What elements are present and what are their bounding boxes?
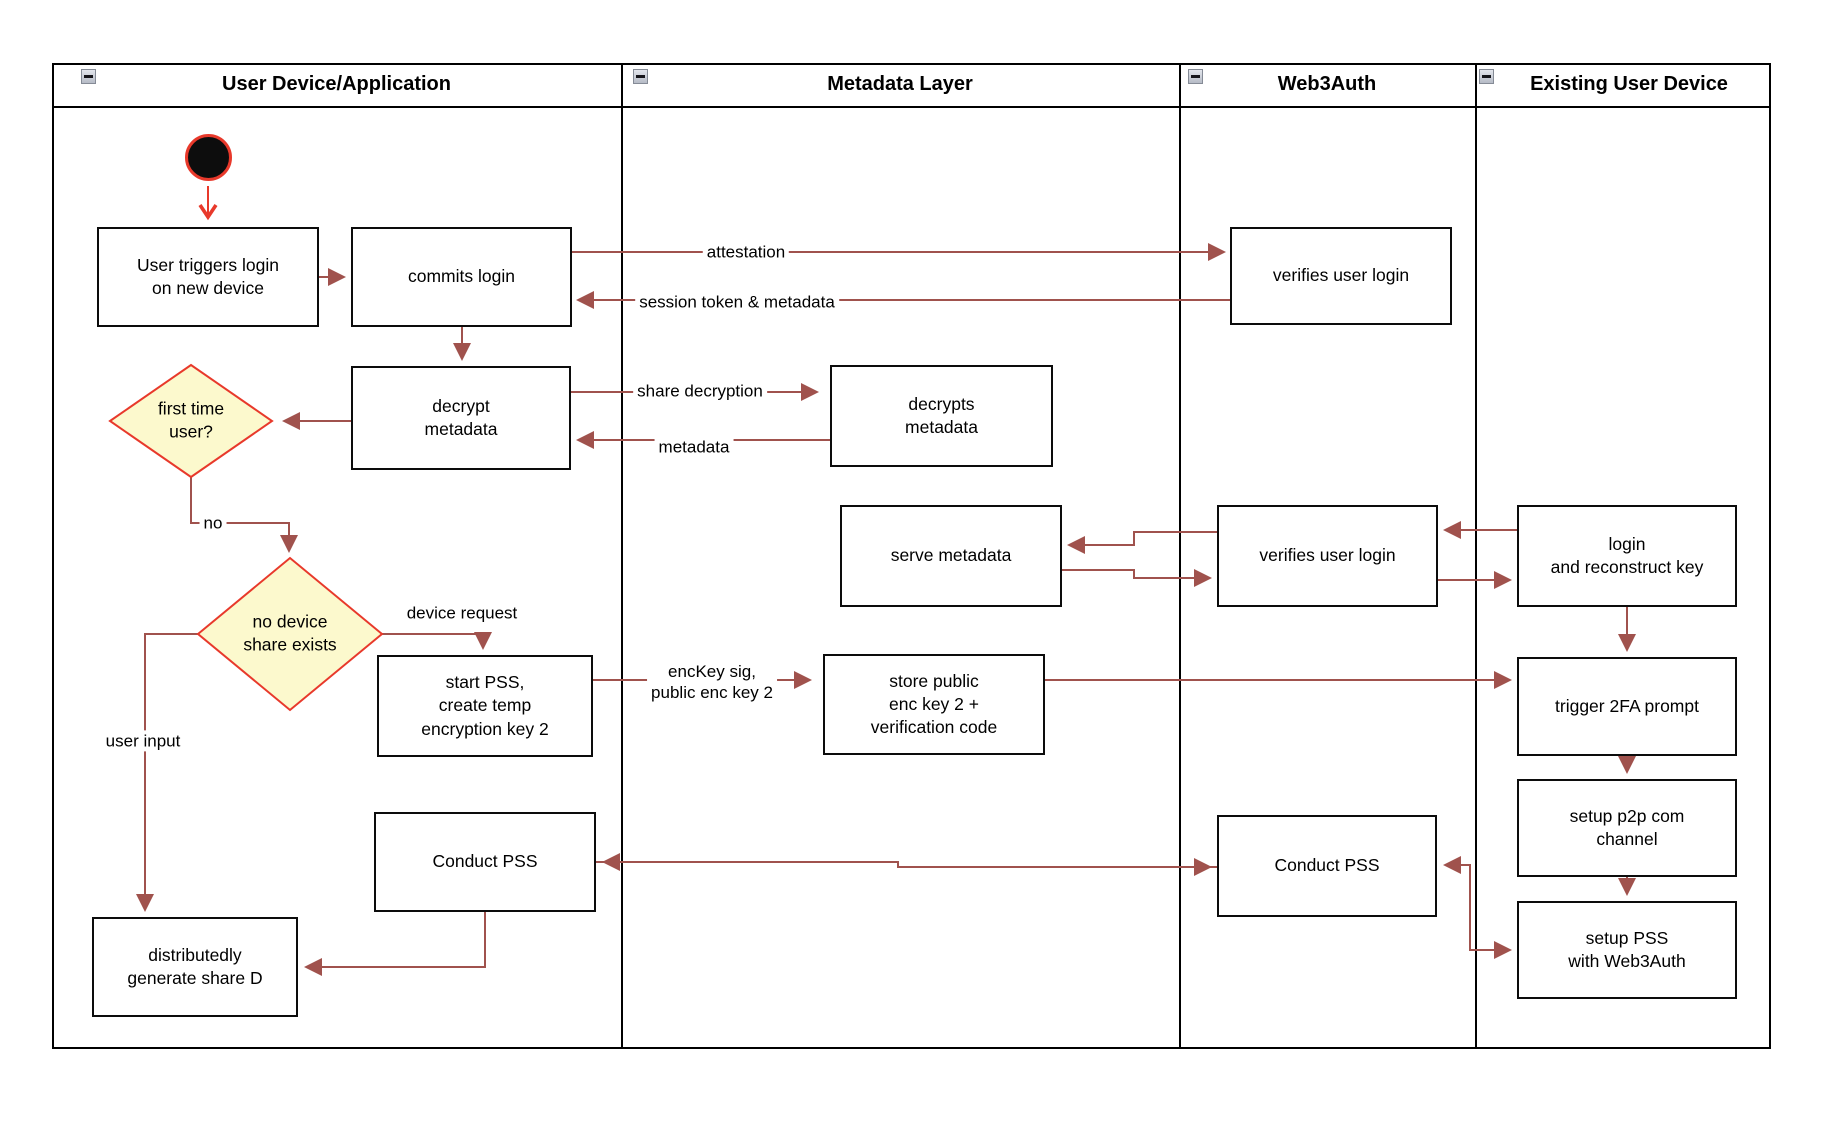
collapse-icon[interactable] [81,69,96,84]
node-dist-generate-share-d: distributedly generate share D [92,917,298,1017]
node-setup-p2p-channel: setup p2p com channel [1517,779,1737,877]
edge-label-attestation: attestation [702,241,790,263]
node-decrypts-metadata: decrypts metadata [830,365,1053,467]
start-node [185,134,232,181]
edge-conduct-to-dist-gen [304,912,486,976]
decision-label-no-device-share: no device share exists [243,611,337,654]
node-serve-metadata: serve metadata [840,505,1062,607]
lane-divider [1475,63,1477,1049]
minus-icon [1482,75,1491,78]
lane-header-existing-user-device: Existing User Device [1530,73,1728,95]
node-decrypt-metadata: decrypt metadata [351,366,571,470]
node-start-pss: start PSS, create temp encryption key 2 [377,655,593,757]
lane-header-user-device: User Device/Application [222,73,451,95]
edge-label-metadata: metadata [654,436,734,458]
minus-icon [1191,75,1200,78]
node-commits-login: commits login [351,227,572,327]
edge-label-enckey-sig: encKey sig, public enc key 2 [647,660,777,704]
edge-label-device-request: device request [402,602,522,624]
collapse-icon[interactable] [633,69,648,84]
collapse-icon[interactable] [1479,69,1494,84]
lane-divider [1179,63,1181,1049]
decision-no-device-share [196,556,384,712]
edge-serve-to-verifies [1062,569,1212,587]
edge-label-no: no [199,512,227,534]
node-conduct-pss-left: Conduct PSS [374,812,596,912]
node-user-triggers-login: User triggers login on new device [97,227,319,327]
edge-device-request [382,632,492,650]
lane-divider [621,63,623,1049]
node-login-reconstruct-key: login and reconstruct key [1517,505,1737,607]
node-trigger-2fa-prompt: trigger 2FA prompt [1517,657,1737,756]
edge-setup-pss-to-conduct [1443,856,1471,950]
edge-label-share-decryption: share decryption [633,380,767,402]
node-verifies-user-login-mid: verifies user login [1217,505,1438,607]
edge-label-user-input: user input [101,730,185,752]
node-store-public-enc-key: store public enc key 2 + verification co… [823,654,1045,755]
edge-user-input [136,633,198,912]
edge-verifies-to-serve [1067,531,1217,554]
lane-header-web3auth: Web3Auth [1277,73,1377,95]
node-conduct-pss-right: Conduct PSS [1217,815,1437,917]
edge-label-session-token: session token & metadata [635,291,839,313]
decision-first-time-user [108,363,274,479]
decision-label-first-time-user: first time user? [157,398,225,441]
edge-conduct-pss-rightward [596,858,1212,876]
edge-no [190,477,298,553]
edge-conduct-to-setup-pss [1469,865,1512,959]
lane-header-separator [52,106,1771,108]
minus-icon [636,75,645,78]
minus-icon [84,75,93,78]
node-verifies-user-login-top: verifies user login [1230,227,1452,325]
lane-header-metadata-layer: Metadata Layer [827,73,973,95]
node-setup-pss-web3auth: setup PSS with Web3Auth [1517,901,1737,999]
collapse-icon[interactable] [1188,69,1203,84]
